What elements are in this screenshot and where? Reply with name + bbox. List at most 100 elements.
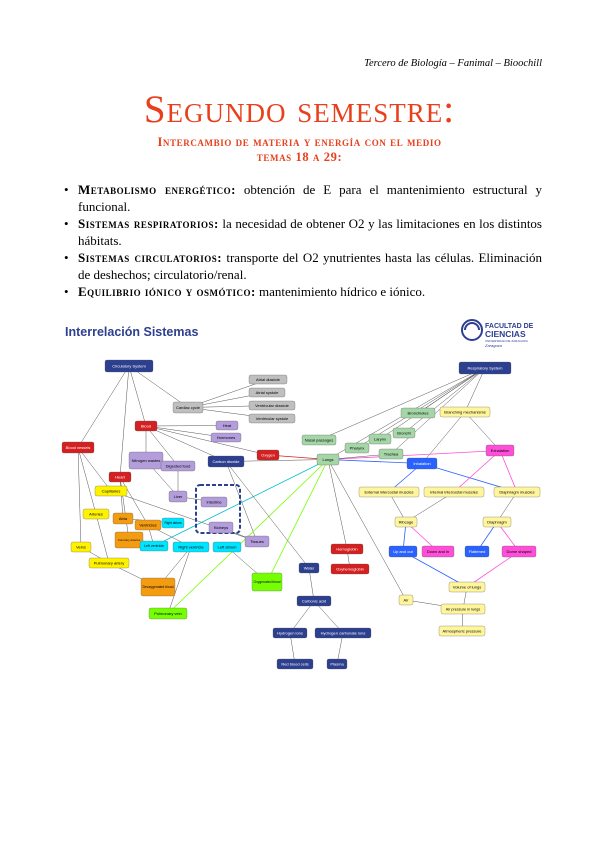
concept-node-label: Atrial diastole: [256, 377, 281, 382]
connector-line: [128, 365, 189, 408]
concept-node-box: [148, 607, 188, 620]
concept-node-box: [172, 401, 204, 414]
connector-line: [225, 461, 258, 542]
concept-node-label: Deoxygenated blood: [143, 585, 174, 589]
logo-line2: CIENCIAS: [485, 329, 526, 339]
concept-node-left-atrium: Left atrium: [212, 541, 242, 553]
concept-node-box: [134, 519, 162, 531]
topic-text: obtención de E para el mantenimiento est…: [78, 182, 542, 214]
concept-node-box: [114, 531, 144, 549]
topics-list: • Metabolismo energético: obtención de E …: [64, 182, 542, 302]
concept-node-label: Diaphragm muscles: [499, 489, 534, 494]
concept-node-label: Tissues: [250, 539, 264, 544]
concept-node-box: [316, 453, 340, 466]
concept-node-blood: Blood: [134, 420, 158, 432]
subtitle-topics-range: temas 18 a 29:: [256, 150, 343, 164]
concept-node-label: Heat: [223, 423, 232, 428]
concept-node-hemoglobin: Hemoglobin: [330, 543, 364, 555]
concept-node-heat: Heat: [215, 420, 239, 431]
logo-line4: Zaragoza: [484, 343, 503, 348]
concept-node-label: Coronary arteries: [118, 538, 141, 542]
concept-node-cardiac: Cardiac cycle: [172, 401, 204, 414]
concept-node-right-vent: Right ventricle: [172, 541, 210, 553]
concept-node-label: Cardiac cycle: [176, 405, 201, 410]
concept-node-nasal: Nasal passages: [301, 434, 337, 446]
topic-term: Sistemas respiratorios:: [78, 216, 219, 231]
concept-node-air-pressure: Air pressure in lungs: [440, 603, 486, 615]
concept-node-box: [172, 541, 210, 553]
concept-node-label: Branching mechanisms: [444, 409, 486, 414]
concept-node-label: Ventricles: [139, 522, 156, 527]
concept-node-box: [314, 627, 372, 639]
connector-line: [327, 450, 501, 460]
concept-node-label: Ventricular diastole: [255, 403, 290, 408]
concept-node-box: [398, 594, 414, 606]
concept-node-label: Atrial systole: [256, 390, 279, 395]
concept-node-lungs: Lungs: [316, 453, 340, 466]
concept-node-box: [161, 517, 185, 529]
concept-node-oxyhemo: Oxyhemoglobin: [330, 563, 370, 575]
concept-node-diaphragm-m: Diaphragm muscles: [493, 486, 541, 498]
concept-node-heart: Heart: [108, 471, 132, 483]
concept-node-label: Hydrogen carbonate ions: [321, 630, 366, 635]
connector-line: [95, 513, 110, 564]
concept-node-label: Hydrogen ions: [277, 630, 303, 635]
connector-line: [289, 632, 296, 665]
concept-node-bloodvessels: Blood vessels: [61, 441, 95, 454]
concept-node-box: [251, 572, 283, 592]
connector-line: [77, 447, 97, 515]
concept-node-box: [392, 427, 416, 439]
concept-node-box: [438, 625, 486, 637]
concept-node-label: Plasma: [330, 661, 344, 666]
concept-node-label: Diaphragm: [487, 519, 507, 524]
connector-line: [145, 425, 269, 456]
concept-node-label: Oxygen: [261, 452, 275, 457]
connector-line: [402, 551, 468, 588]
concept-node-circ: Circulatory System: [104, 359, 154, 373]
concept-node-label: Pulmonary vein: [154, 611, 182, 616]
connector-line: [225, 461, 310, 569]
concept-node-arteries: Arteries: [82, 508, 110, 520]
connector-line: [77, 365, 130, 448]
concept-node-box: [88, 557, 130, 569]
concept-node-up-out: Up and out: [388, 545, 418, 558]
concept-node-hormones: Hormones: [210, 432, 242, 443]
concept-node-box: [421, 545, 455, 558]
concept-node-label: Right ventricle: [178, 544, 204, 549]
page-title: Segundo semestre:: [143, 88, 456, 131]
concept-node-box: [276, 658, 314, 670]
topic-term: Equilibrio iónico y osmótico:: [78, 284, 256, 299]
concept-node-box: [200, 496, 228, 508]
topic-text: transporte del O2 ynutrientes hasta las …: [78, 250, 542, 282]
connector-line: [77, 447, 112, 492]
concept-node-label: External intercostal muscles: [364, 489, 413, 494]
concept-node-box: [104, 359, 154, 373]
concept-node-down-in: Down and in: [421, 545, 455, 558]
concept-node-box: [482, 516, 512, 528]
concept-node-box: [207, 455, 245, 468]
concept-node-atrial-d: Atrial diastole: [248, 374, 288, 385]
connector-line: [453, 450, 501, 493]
concept-node-pulm-artery: Pulmonary artery: [88, 557, 130, 569]
concept-node-box: [248, 413, 296, 424]
concept-node-label: Trachea: [384, 451, 399, 456]
concept-node-box: [244, 535, 270, 548]
concept-node-resp: Respiratory System: [458, 361, 512, 375]
concept-node-label: Carbon dioxide: [213, 459, 241, 464]
connector-line: [327, 459, 423, 464]
concept-node-ventricles: Ventricles: [134, 519, 162, 531]
concept-node-label: Air: [404, 597, 410, 602]
concept-map-nodes: Circulatory System Respiratory SystemCard…: [61, 359, 541, 670]
bullet-icon: •: [64, 182, 69, 197]
concept-node-box: [298, 562, 320, 574]
concept-node-label: Pulmonary artery: [94, 560, 124, 565]
concept-node-box: [485, 444, 515, 457]
concept-node-box: [301, 434, 337, 446]
topic-item: •Sistemas respiratorios: la necesidad de…: [64, 216, 542, 249]
connector-line: [327, 459, 407, 601]
concept-node-label: Oxyhemoglobin: [336, 566, 364, 571]
organ-group-outline: [195, 484, 241, 534]
concept-node-label: Pharynx: [350, 445, 365, 450]
topic-term: Metabolismo energético:: [78, 182, 236, 197]
concept-node-oxygen: Oxygen: [256, 449, 280, 461]
